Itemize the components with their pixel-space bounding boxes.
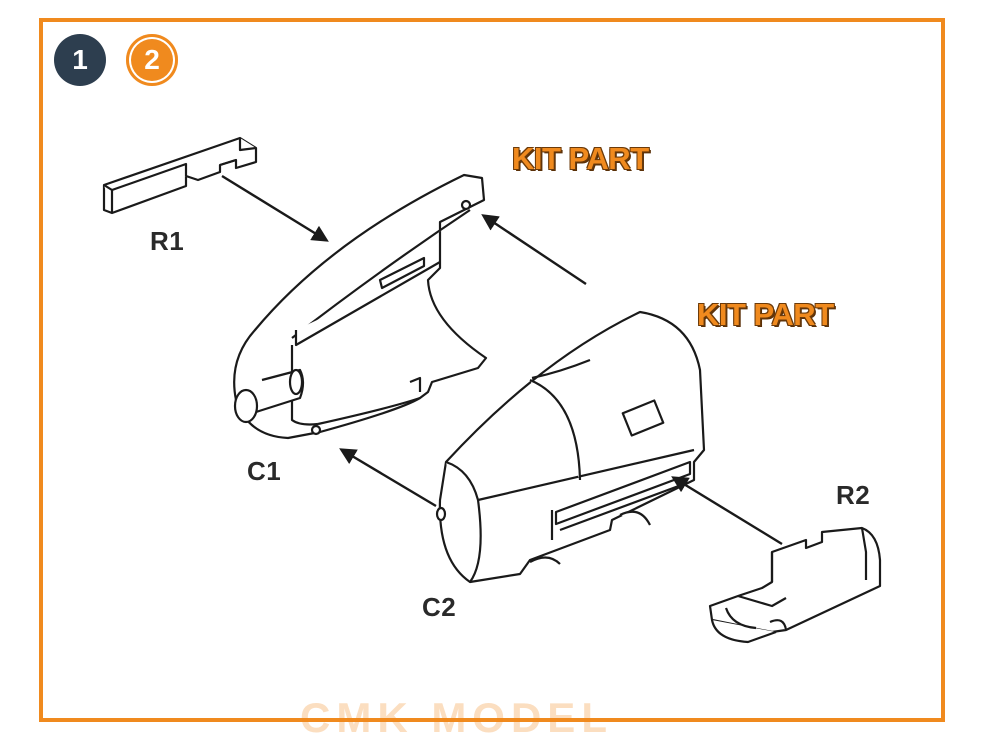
part-r1-drawing bbox=[102, 136, 258, 215]
assembly-arrows bbox=[221, 174, 783, 546]
arrow-c2-to-c1 bbox=[339, 448, 437, 508]
step-number-badge: 1 bbox=[54, 34, 106, 86]
label-r2: R2 bbox=[836, 480, 871, 510]
watermark-text: CMK MODEL bbox=[300, 694, 613, 741]
label-r1: R1 bbox=[150, 226, 185, 256]
part-r2-drawing bbox=[708, 526, 882, 644]
arrow-kit-to-c1-top bbox=[481, 214, 587, 285]
label-c2: C2 bbox=[422, 592, 457, 622]
label-c1: C1 bbox=[247, 456, 282, 486]
next-step-arrow-icon: 2 bbox=[126, 34, 178, 86]
instruction-frame bbox=[39, 18, 945, 722]
part-c1-drawing bbox=[233, 173, 488, 440]
kit-part-label-top: KIT PART bbox=[512, 141, 649, 176]
part-c2-drawing bbox=[435, 310, 706, 584]
arrow-r2-to-c2 bbox=[671, 476, 783, 546]
kit-part-label-right: KIT PART bbox=[697, 297, 834, 332]
arrow-r1-to-c1 bbox=[221, 174, 329, 242]
